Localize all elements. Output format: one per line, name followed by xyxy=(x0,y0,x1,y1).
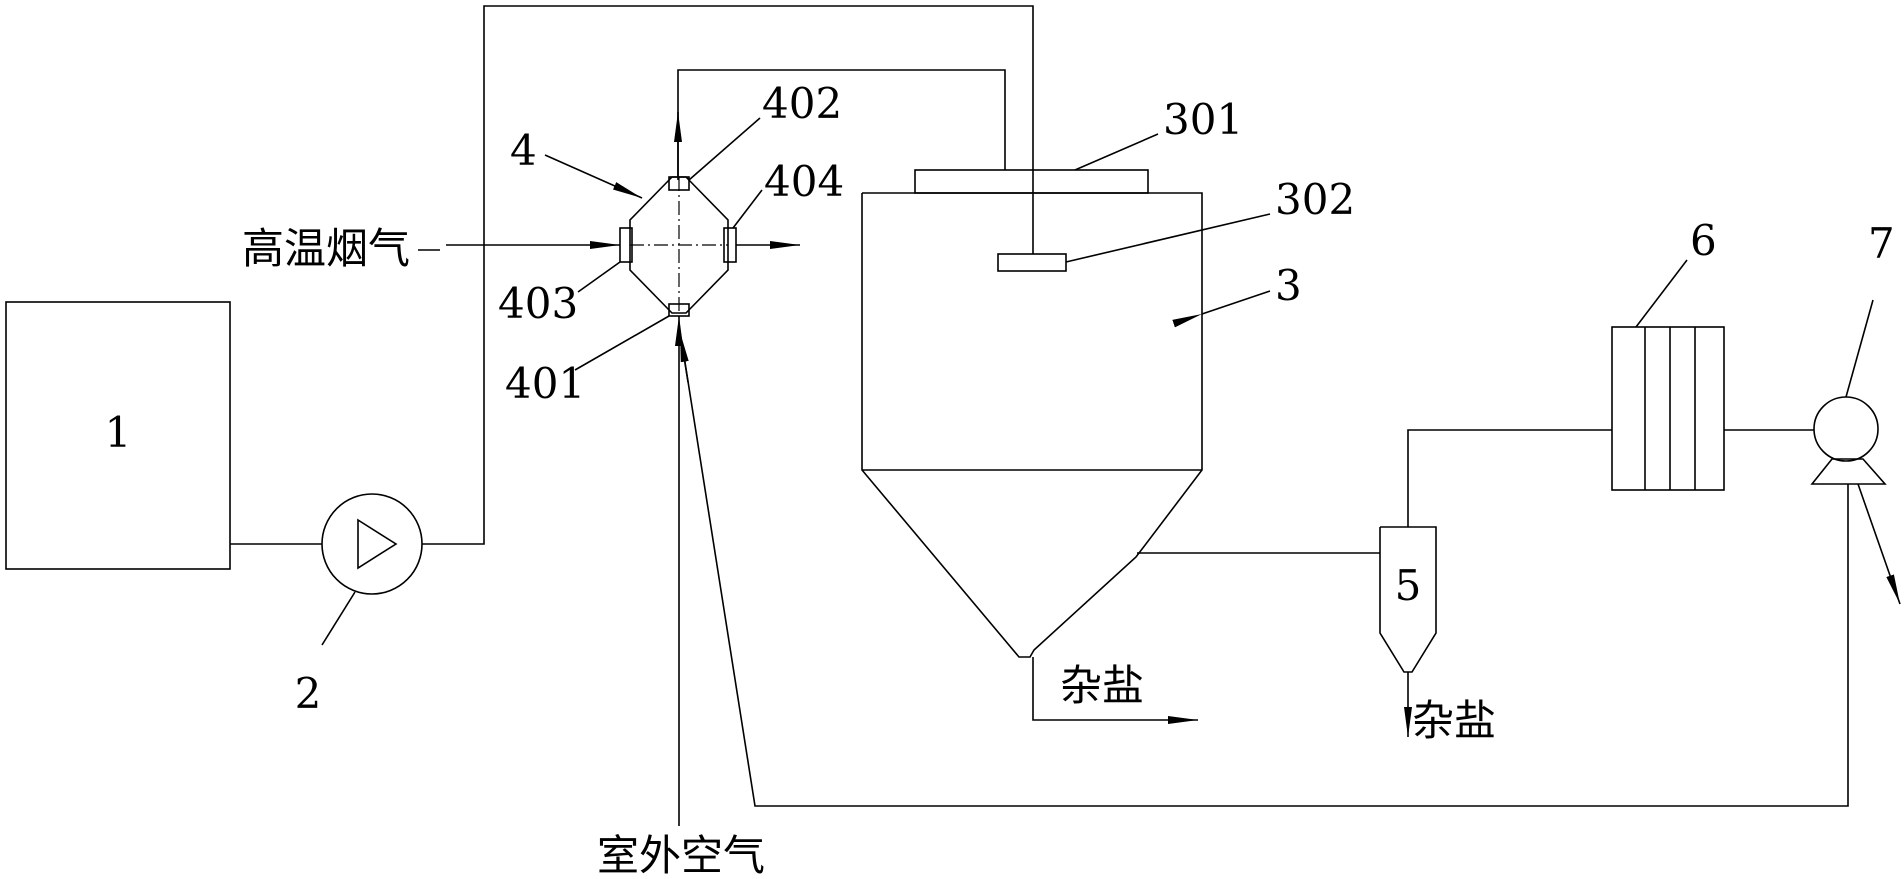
pump-leader xyxy=(321,591,356,646)
dryer-top-label: 301 xyxy=(1163,95,1243,144)
filter-leader xyxy=(1635,259,1688,328)
mixer-label: 4 xyxy=(510,126,537,175)
filter-label: 6 xyxy=(1690,216,1717,265)
port-left-label: 403 xyxy=(498,279,578,328)
dryer-top-plate xyxy=(914,169,1149,194)
atomizer-box xyxy=(997,253,1067,272)
port-top-box xyxy=(668,176,690,191)
separator-body xyxy=(1379,526,1437,673)
recycle-arrow xyxy=(679,331,689,383)
filter-box xyxy=(1611,326,1725,491)
fan-label: 7 xyxy=(1868,219,1895,268)
dryer-top-leader xyxy=(1074,133,1159,171)
fan-exhaust-arrow xyxy=(1857,483,1901,605)
fan-icon xyxy=(1813,396,1879,462)
dryer-body xyxy=(861,192,1203,658)
salt-label-2: 杂盐 xyxy=(1412,696,1496,745)
dryer-label: 3 xyxy=(1275,261,1302,310)
flue-gas-label: 高温烟气 xyxy=(242,224,410,273)
pump-triangle xyxy=(357,518,398,570)
tank-box xyxy=(5,301,231,570)
dryer-leader xyxy=(1172,290,1271,328)
separator-label: 5 xyxy=(1395,561,1422,610)
feed-pipe xyxy=(422,5,1034,545)
port-bottom-label: 401 xyxy=(505,359,585,408)
separator-filter-pipe xyxy=(1407,429,1612,527)
pump-label: 2 xyxy=(295,669,322,718)
port-right-label: 404 xyxy=(764,157,844,206)
port-top-label: 402 xyxy=(762,79,842,128)
tank-label: 1 xyxy=(105,408,132,457)
fan-leader xyxy=(1845,299,1874,398)
atomizer-leader xyxy=(1065,213,1271,263)
port-left-leader xyxy=(577,261,621,293)
pump-icon xyxy=(321,493,423,595)
mixer-octagon xyxy=(629,176,729,314)
fan-base xyxy=(1810,458,1887,485)
outdoor-air-label: 室外空气 xyxy=(597,831,765,879)
recycle-pipe xyxy=(683,355,1849,807)
salt-label-1: 杂盐 xyxy=(1060,661,1144,710)
dryer-salt-outlet xyxy=(1032,657,1198,724)
port-bottom-leader xyxy=(574,315,670,371)
mixer-leader xyxy=(544,154,643,199)
port-right-leader xyxy=(732,189,763,229)
atomizer-label: 302 xyxy=(1275,175,1355,224)
port-top-leader xyxy=(688,117,761,181)
port-right-box xyxy=(723,227,737,263)
